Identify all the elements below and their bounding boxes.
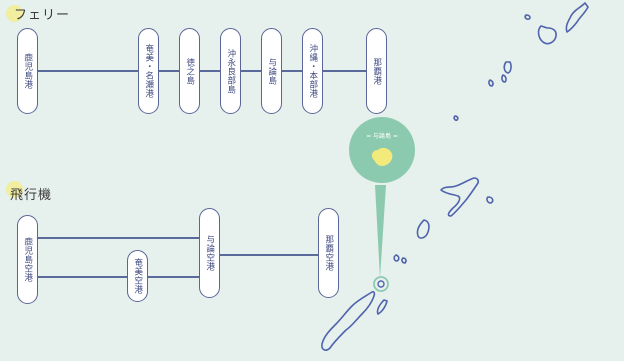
ferry-port-label: 鹿児島港 (22, 53, 33, 89)
island-yoron-outline (486, 196, 494, 204)
ferry-port-label: 奄美・名瀬港 (143, 44, 154, 98)
air-title-dot (6, 181, 23, 198)
ferry-port-label: 沖縄・本部港 (307, 44, 318, 98)
ferry-port-okinoerabu[interactable]: 沖永良部島 (220, 28, 241, 114)
air-route-kagoshima-yoron (27, 237, 212, 239)
island-okinawa-north (440, 177, 480, 217)
air-route-yoron-naha (210, 254, 330, 256)
airport-label: 那覇空港 (323, 235, 334, 271)
island-amami-oshima (565, 2, 589, 33)
ferry-port-label: 徳之島 (184, 57, 195, 85)
island-okinawa-tip (376, 299, 388, 315)
air-title: 飛行機 (10, 188, 53, 203)
ferry-port-motobu[interactable]: 沖縄・本部港 (302, 28, 323, 114)
island-okinawa-center (416, 219, 430, 239)
yoron-location-pin: = 与論島 = (349, 117, 415, 292)
ferry-port-yoron[interactable]: 与論島 (261, 28, 282, 114)
ferry-port-label: 沖永良部島 (225, 48, 236, 94)
airport-yoron[interactable]: 与論空港 (199, 208, 220, 298)
ferry-port-naha[interactable]: 那覇港 (366, 28, 387, 114)
island-small-5 (401, 257, 407, 264)
airport-label: 与論空港 (204, 235, 215, 271)
airport-kagoshima[interactable]: 鹿児島空港 (17, 215, 38, 304)
ferry-port-amami-naze[interactable]: 奄美・名瀬港 (138, 28, 159, 114)
airport-amami[interactable]: 奄美空港 (127, 250, 148, 302)
ferry-port-label: 与論島 (266, 57, 277, 85)
island-kikai (537, 25, 557, 45)
ferry-route-line (27, 70, 377, 72)
airport-naha[interactable]: 那覇空港 (318, 208, 339, 298)
island-okinawa-south (321, 290, 376, 351)
ferry-port-label: 那覇港 (371, 57, 382, 85)
airport-label: 奄美空港 (132, 258, 143, 294)
air-route-amami-yoron (27, 276, 212, 278)
ferry-port-tokunoshima[interactable]: 徳之島 (179, 28, 200, 114)
ferry-title-dot (6, 5, 23, 22)
island-small-4 (393, 254, 400, 262)
island-small-3 (453, 115, 459, 121)
airport-label: 鹿児島空港 (22, 237, 33, 282)
island-tokunoshima (503, 61, 512, 74)
island-small-top (524, 14, 531, 20)
island-okinoerabu (488, 79, 494, 87)
island-small-2 (501, 74, 507, 83)
pin-label: = 与論島 = (366, 132, 398, 140)
yoron-island-highlight (371, 147, 393, 166)
ferry-port-kagoshima[interactable]: 鹿児島港 (17, 28, 38, 114)
ferry-title: フェリー (14, 8, 71, 23)
